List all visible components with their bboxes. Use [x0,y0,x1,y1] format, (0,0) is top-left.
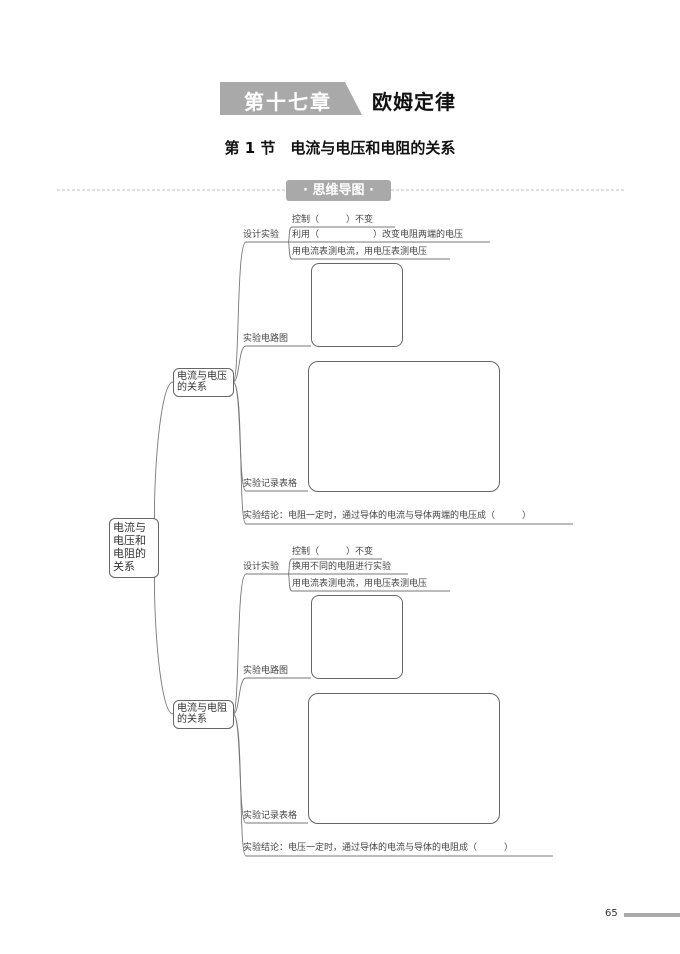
chapter-number: 第十七章 [244,90,332,114]
node-current-voltage: 电流与电压 的关系 [173,368,234,397]
node-line: 的关系 [177,382,207,393]
design-item: 控制（ ）不变 [292,547,374,557]
design-item: 用电流表测电流，用电压表测电压 [292,579,428,589]
circuit-label: 实验电路图 [243,666,289,676]
conclusion-text: 实验结论：电阻一定时，通过导体的电流与导体两端的电压成（ ） [243,511,532,521]
record-table-box [308,361,500,492]
section-title: 第 1 节 电流与电压和电阻的关系 [224,139,456,157]
root-line: 电阻的 [113,547,146,560]
design-item: 用电流表测电流，用电压表测电压 [292,247,428,257]
table-label: 实验记录表格 [243,479,298,489]
root-node: 电流与 电压和 电阻的 关系 [109,518,159,578]
circuit-label: 实验电路图 [243,334,289,344]
record-table-box [308,693,500,824]
mindmap-heading: · 思维导图 · [286,180,391,201]
root-line: 电流与 [113,521,146,534]
design-label: 设计实验 [243,562,280,572]
circuit-diagram-box [311,263,403,347]
design-item: 利用（ ）改变电阻两端的电压 [292,230,464,240]
design-item: 控制（ ）不变 [292,215,374,225]
root-line: 关系 [113,560,135,573]
chapter-banner [220,82,362,115]
root-line: 电压和 [113,534,146,547]
chapter-title: 欧姆定律 [372,90,456,114]
design-item: 换用不同的电阻进行实验 [292,562,392,572]
design-label: 设计实验 [243,230,280,240]
node-current-resistance: 电流与电阻 的关系 [173,700,234,729]
node-line: 电流与电阻 [177,703,227,714]
node-line: 的关系 [177,714,207,725]
node-line: 电流与电压 [177,371,227,382]
page-number-bar [624,913,680,917]
page-number: 65 [605,908,618,919]
circuit-diagram-box [311,595,403,679]
table-label: 实验记录表格 [243,811,298,821]
conclusion-text: 实验结论：电压一定时，通过导体的电流与导体的电阻成（ ） [243,843,514,853]
